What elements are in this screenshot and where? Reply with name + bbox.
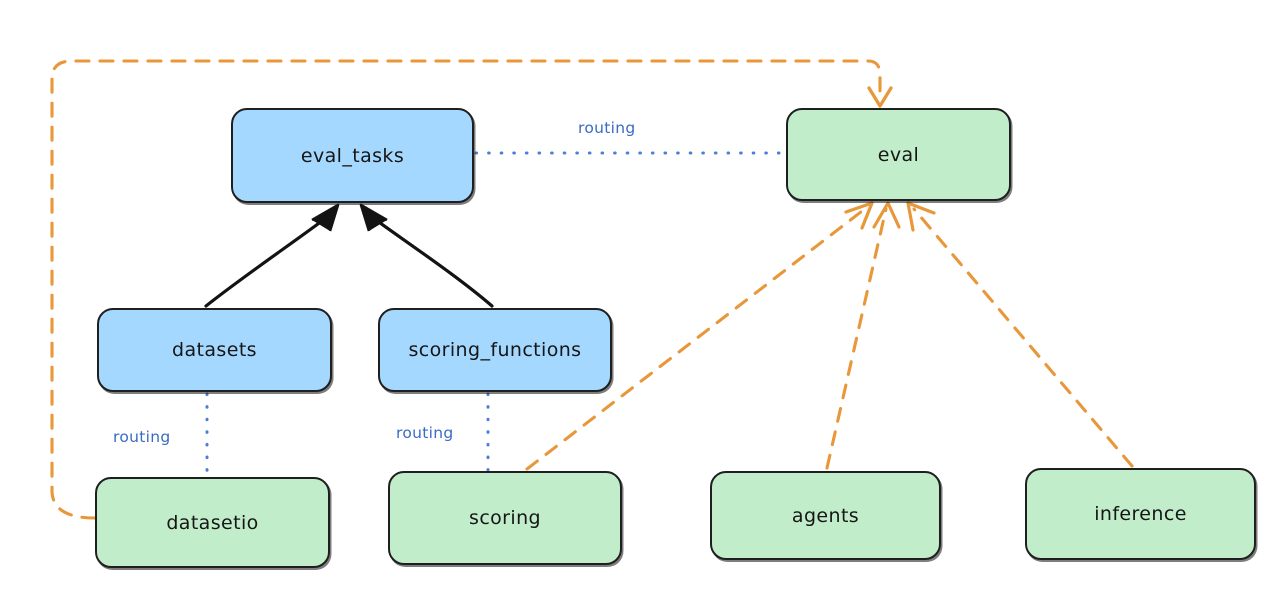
node-label-eval: eval — [877, 143, 920, 166]
edge-label-routing-eval: routing — [578, 119, 636, 137]
node-label-inference: inference — [1094, 503, 1187, 525]
edge-scoring-functions-to-eval-tasks — [359, 203, 494, 308]
node-eval-tasks[interactable]: eval_tasks — [231, 108, 474, 203]
node-label-scoring-functions: scoring_functions — [408, 339, 582, 361]
node-inference[interactable]: inference — [1025, 468, 1256, 560]
edge-label-routing-scoring: routing — [396, 424, 454, 442]
edge-inference-to-eval — [906, 201, 1134, 468]
node-scoring-functions[interactable]: scoring_functions — [378, 308, 612, 392]
node-scoring[interactable]: scoring — [388, 471, 622, 565]
edge-datasets-to-eval-tasks — [204, 203, 340, 308]
node-agents[interactable]: agents — [710, 471, 941, 560]
node-eval[interactable]: eval — [786, 108, 1011, 201]
node-label-datasetio: datasetio — [166, 511, 259, 534]
edge-agents-to-eval — [825, 201, 901, 470]
node-label-eval-tasks: eval_tasks — [300, 144, 405, 167]
node-datasetio[interactable]: datasetio — [95, 477, 330, 568]
node-label-agents: agents — [791, 504, 860, 527]
edge-label-routing-datasetio: routing — [113, 428, 171, 446]
node-label-datasets: datasets — [172, 339, 257, 361]
node-datasets[interactable]: datasets — [97, 308, 332, 392]
node-label-scoring: scoring — [469, 507, 541, 529]
